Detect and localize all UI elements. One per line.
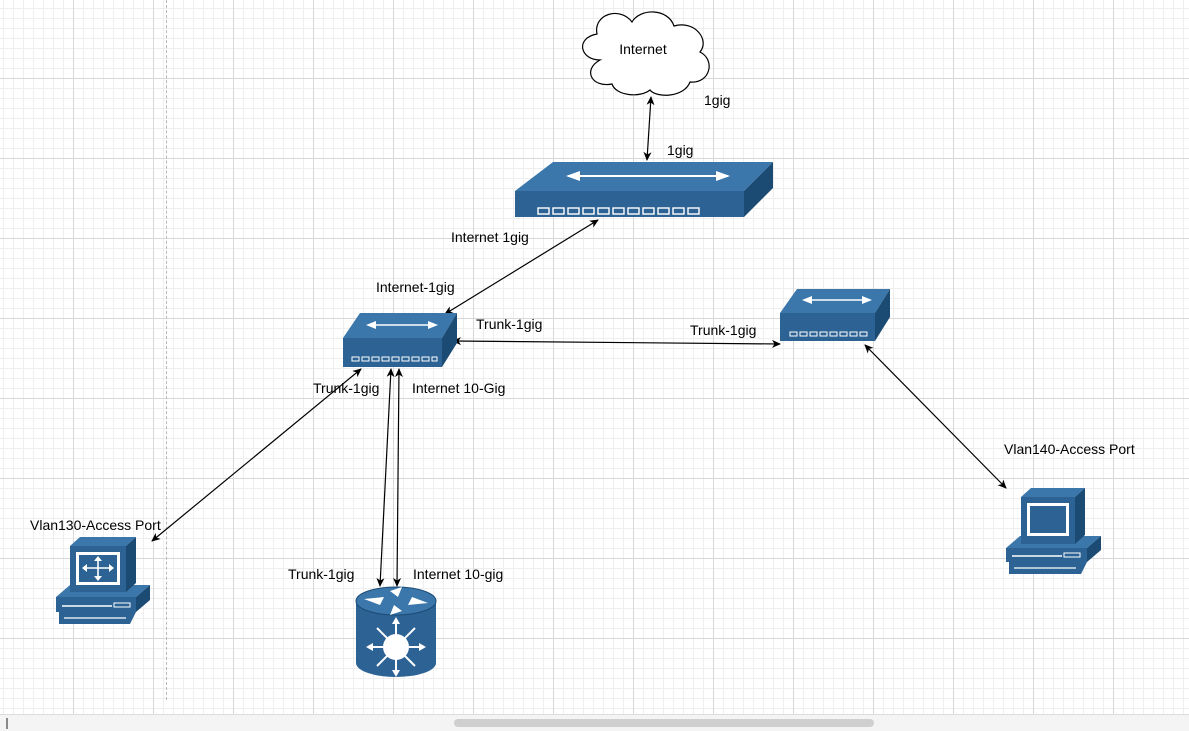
workstation-icon[interactable]: [1006, 488, 1101, 574]
workstation-icon[interactable]: [56, 537, 150, 624]
connector-distribution-l3-internet[interactable]: [393, 368, 403, 587]
diagram-canvas: Internet: [0, 0, 1189, 714]
label-dist-l3-top: Internet 10-Gig: [412, 380, 506, 396]
connector-distribution-l3-trunk[interactable]: [376, 368, 395, 587]
switch-icon[interactable]: [515, 162, 773, 217]
label-dist-access-b: Trunk-1gig: [690, 322, 757, 338]
layer3-switch-icon[interactable]: [355, 586, 437, 677]
label-cloud-link-a: 1gig: [704, 92, 731, 108]
label-l3-internet: Internet 10-gig: [413, 566, 504, 582]
scrollbar-corner-marker: [6, 718, 8, 729]
connector-access-vlan140[interactable]: [864, 344, 1007, 489]
cloud-label: Internet: [619, 41, 667, 57]
connector-cloud-core[interactable]: [643, 96, 655, 161]
connector-distribution-access[interactable]: [452, 337, 781, 348]
cloud-icon[interactable]: Internet: [582, 11, 710, 96]
label-cloud-link-b: 1gig: [667, 142, 694, 158]
label-vlan140: Vlan140-Access Port: [1004, 441, 1135, 457]
horizontal-scrollbar[interactable]: [0, 714, 1189, 731]
label-vlan130: Vlan130-Access Port: [30, 517, 161, 533]
connector-core-distribution[interactable]: [444, 219, 599, 315]
page-boundary-line: [166, 0, 167, 700]
label-l3-trunk: Trunk-1gig: [288, 566, 355, 582]
connector-distribution-vlan130[interactable]: [151, 368, 362, 542]
switch-icon[interactable]: [343, 313, 457, 367]
label-dist-vlan130: Trunk-1gig: [313, 380, 380, 396]
label-core-dist-a: Internet 1gig: [451, 229, 529, 245]
switch-icon[interactable]: [780, 289, 890, 341]
network-diagram: Internet: [56, 11, 1101, 677]
label-core-dist-b: Internet-1gig: [376, 279, 455, 295]
label-dist-access-a: Trunk-1gig: [476, 316, 543, 332]
scrollbar-thumb[interactable]: [454, 719, 874, 727]
